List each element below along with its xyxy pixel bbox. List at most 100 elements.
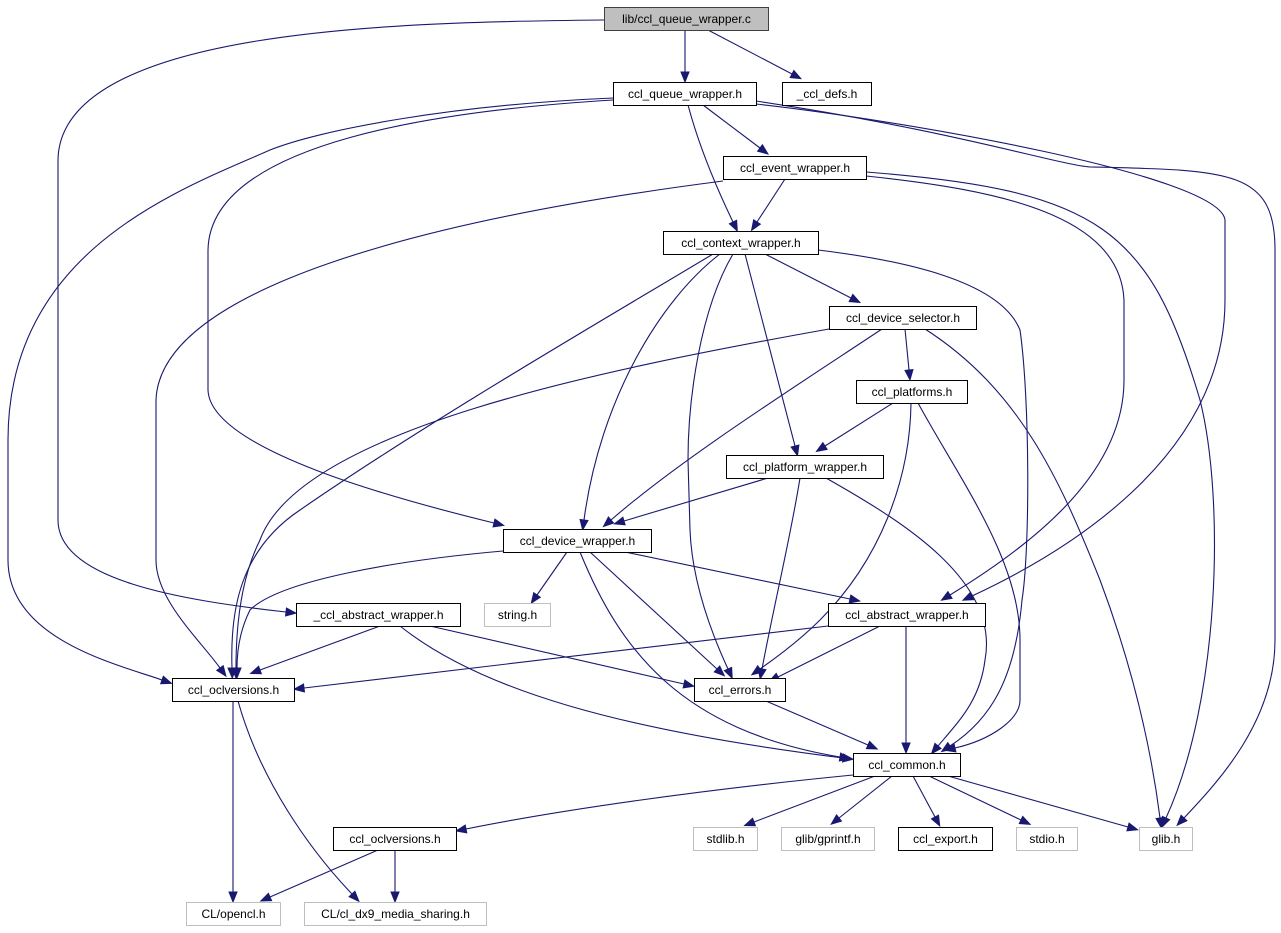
- node-platform[interactable]: ccl_platform_wrapper.h: [726, 455, 884, 479]
- edge-line: [865, 171, 1216, 819]
- arrowhead-icon: [743, 817, 757, 827]
- node-errors[interactable]: ccl_errors.h: [694, 678, 786, 702]
- arrowhead-icon: [579, 518, 589, 532]
- arrowhead-icon: [1176, 814, 1188, 827]
- arrowhead-icon: [348, 890, 360, 903]
- node-root[interactable]: lib/ccl_queue_wrapper.c: [604, 7, 769, 31]
- edge-context-to-platform: [744, 253, 800, 457]
- nodes-layer: lib/ccl_queue_wrapper.c ccl_queue_wrapper…: [172, 7, 1193, 926]
- arrowhead-icon: [841, 753, 855, 763]
- edge-line: [904, 328, 910, 371]
- node-platforms[interactable]: ccl_platforms.h: [856, 380, 968, 404]
- edge-queue_h-to-glib: [755, 100, 1276, 827]
- edge-abs_priv-to-oclv1: [249, 625, 381, 675]
- edge-event-to-context: [750, 178, 786, 232]
- node-box: [781, 827, 875, 851]
- node-box: [694, 678, 786, 702]
- edge-line: [623, 477, 769, 522]
- node-label: glib/gprintf.h: [795, 832, 860, 846]
- edges-layer: [7, 19, 1276, 904]
- edge-line: [707, 29, 793, 75]
- edge-common-to-oclv2: [454, 774, 854, 834]
- arrowhead-icon: [602, 516, 615, 528]
- node-box: [1139, 827, 1193, 851]
- arrowhead-icon: [865, 740, 879, 750]
- node-label: stdlib.h: [706, 832, 744, 846]
- edge-platform-to-device: [613, 477, 769, 526]
- node-event[interactable]: ccl_event_wrapper.h: [723, 156, 867, 180]
- edge-context-to-selector: [764, 253, 862, 304]
- arrowhead-icon: [713, 665, 726, 677]
- node-export[interactable]: ccl_export.h: [898, 827, 993, 851]
- arrowhead-icon: [930, 742, 942, 755]
- edge-line: [824, 402, 894, 447]
- edge-line: [207, 99, 614, 524]
- node-box: [333, 827, 457, 851]
- edge-line: [231, 253, 714, 669]
- arrowhead-icon: [1155, 816, 1165, 830]
- node-label: lib/ccl_queue_wrapper.c: [622, 12, 751, 26]
- node-label: stdio.h: [1029, 832, 1064, 846]
- node-label: ccl_platform_wrapper.h: [743, 460, 867, 474]
- edge-line: [465, 774, 854, 830]
- node-defs[interactable]: _ccl_defs.h: [782, 82, 872, 106]
- node-abs[interactable]: ccl_abstract_wrapper.h: [828, 603, 986, 627]
- node-label: ccl_errors.h: [709, 683, 772, 697]
- edge-line: [429, 625, 685, 685]
- edge-queue_h-to-event: [702, 104, 770, 155]
- arrowhead-icon: [390, 891, 400, 904]
- edge-root-to-defs: [707, 29, 803, 80]
- arrowhead-icon: [1126, 822, 1139, 832]
- node-stdlib: stdlib.h: [693, 827, 758, 851]
- node-label: _ccl_abstract_wrapper.h: [312, 608, 443, 622]
- edge-root-to-abs_priv: [57, 19, 605, 617]
- edge-line: [589, 551, 718, 670]
- node-oclv1[interactable]: ccl_oclversions.h: [172, 678, 295, 702]
- node-selector[interactable]: ccl_device_selector.h: [829, 306, 977, 330]
- edge-line: [756, 178, 786, 223]
- edge-errors-to-common: [765, 700, 879, 750]
- edge-device-to-abs: [624, 551, 862, 604]
- edge-line: [912, 775, 936, 818]
- node-label: ccl_queue_wrapper.h: [628, 87, 742, 101]
- edge-common-to-gprintf: [830, 775, 893, 826]
- edge-platform-to-errors: [757, 477, 801, 681]
- node-label: ccl_oclversions.h: [188, 683, 279, 697]
- edge-oclv2-to-dx9: [390, 850, 400, 904]
- edge-device-to-string: [530, 551, 568, 605]
- node-queue-h[interactable]: ccl_queue_wrapper.h: [613, 82, 757, 106]
- node-stdio: stdio.h: [1016, 827, 1078, 851]
- edge-line: [765, 700, 869, 746]
- node-label: ccl_device_selector.h: [846, 311, 960, 325]
- arrowhead-icon: [259, 892, 273, 902]
- edge-line: [755, 103, 1226, 597]
- node-box: [304, 902, 487, 926]
- arrowhead-icon: [454, 824, 468, 834]
- node-label: glib.h: [1152, 832, 1181, 846]
- node-common[interactable]: ccl_common.h: [853, 753, 961, 777]
- edge-context-to-device: [579, 253, 721, 532]
- node-label: ccl_context_wrapper.h: [681, 236, 800, 250]
- edge-line: [259, 625, 381, 671]
- edge-root-to-queue_h: [680, 30, 690, 84]
- node-gprintf: glib/gprintf.h: [781, 827, 875, 851]
- node-box: [663, 231, 819, 255]
- edge-abs_priv-to-common: [399, 625, 855, 763]
- node-box: [172, 678, 295, 702]
- arrowhead-icon: [613, 516, 626, 526]
- edge-queue_h-to-abs: [755, 103, 1226, 601]
- node-abs-priv[interactable]: _ccl_abstract_wrapper.h: [296, 603, 461, 627]
- node-label: _ccl_defs.h: [796, 87, 858, 101]
- node-context[interactable]: ccl_context_wrapper.h: [663, 231, 819, 255]
- node-oclv2[interactable]: ccl_oclversions.h: [333, 827, 457, 851]
- node-box: [693, 827, 758, 851]
- edge-oclv1-to-dx9: [237, 700, 360, 903]
- arrowhead-icon: [232, 667, 242, 680]
- node-device[interactable]: ccl_device_wrapper.h: [503, 529, 652, 553]
- edge-abs_priv-to-errors: [429, 625, 696, 689]
- edge-selector-to-platforms: [904, 328, 914, 382]
- arrowhead-icon: [215, 664, 227, 678]
- node-box: [853, 753, 961, 777]
- arrowhead-icon: [492, 518, 506, 528]
- node-box: [782, 82, 872, 106]
